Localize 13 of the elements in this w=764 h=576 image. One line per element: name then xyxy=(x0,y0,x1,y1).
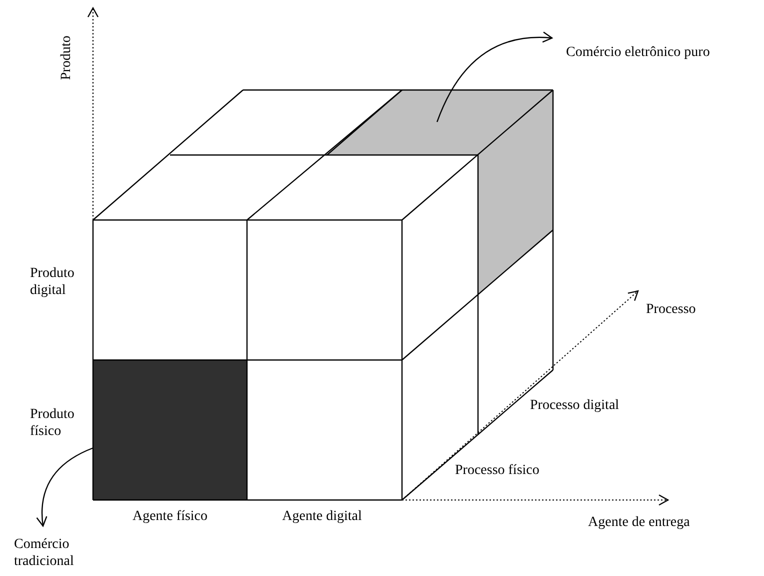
node-label: Comércio eletrônico puro xyxy=(566,45,710,60)
axis-label: Produto xyxy=(58,36,75,80)
axis-label: Processo físico xyxy=(455,462,540,479)
axis-label: Processo digital xyxy=(530,397,620,414)
axis-label: Agente de entrega xyxy=(588,514,690,531)
curved-arrow xyxy=(436,32,553,122)
axis-label: Produto digital xyxy=(30,265,76,299)
axis-label: Produto físico xyxy=(30,406,76,440)
curved-arrow xyxy=(36,447,94,527)
node-label: Comércio tradicional xyxy=(14,537,74,569)
axis-label: Agente digital xyxy=(282,508,362,525)
axis-label: Processo xyxy=(646,301,696,318)
axis-label: Agente físico xyxy=(131,508,209,525)
